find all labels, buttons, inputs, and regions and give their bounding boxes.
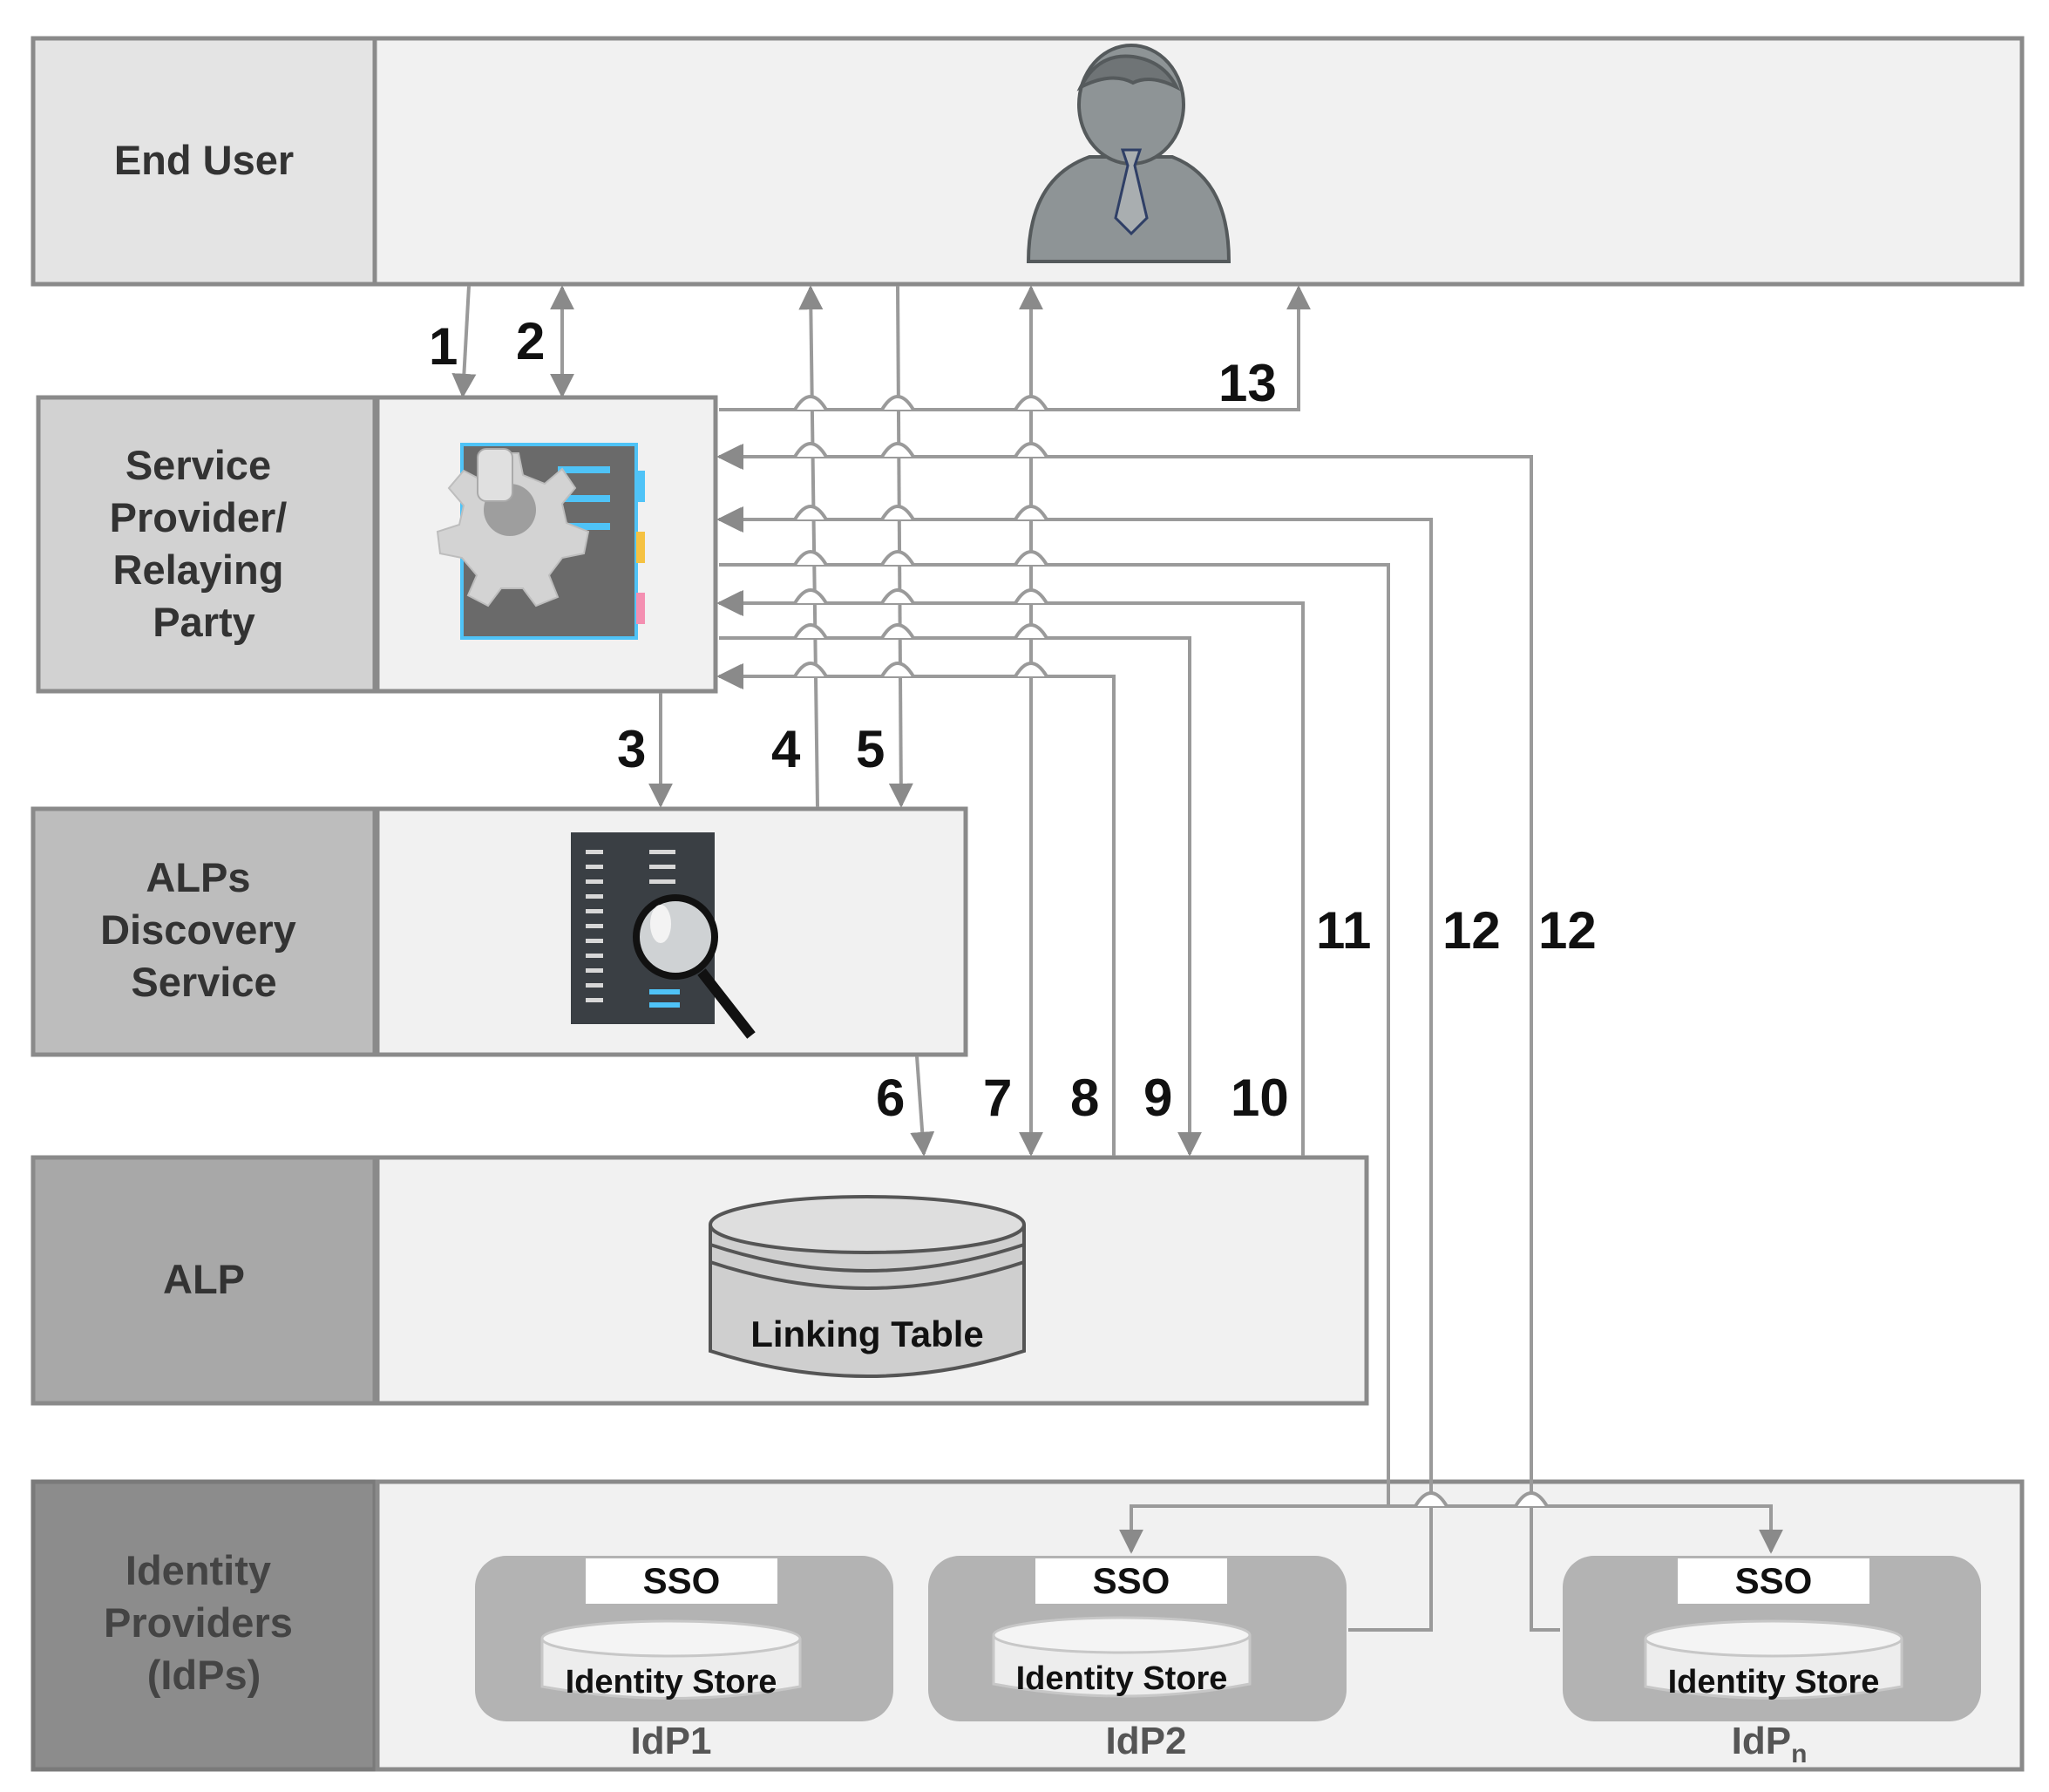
idp2-name: IdP2 [1106, 1720, 1187, 1762]
step-label-4: 4 [771, 720, 801, 778]
flow-arrow-12a [716, 507, 1433, 1632]
lane-discovery: ALPs Discovery Service [31, 806, 968, 1057]
step-label-3: 3 [617, 720, 646, 778]
step-label-13: 13 [1218, 354, 1277, 412]
idp-card-2: SSO Identity Store IdP2 [928, 1556, 1347, 1762]
idp-card-n: SSO Identity Store IdPn [1563, 1556, 1981, 1768]
flow-arrow-8 [716, 664, 1116, 1156]
lane-discovery-label: ALPs Discovery Service [100, 854, 308, 1005]
step-label-10: 10 [1231, 1069, 1289, 1127]
step-label-8: 8 [1070, 1069, 1099, 1127]
step-label-11: 11 [1316, 901, 1371, 960]
linking-table-database-icon: Linking Table [709, 1195, 1026, 1378]
lane-service-provider-label: Service Provider/ Relaying Party [110, 442, 299, 645]
flow-arrow-12b [716, 445, 1560, 1632]
lane-idps-label-box [31, 1479, 377, 1772]
step-label-2: 2 [516, 312, 545, 370]
idp2-sso-label: SSO [1093, 1560, 1170, 1601]
flow-arrow-5 [888, 285, 913, 808]
flow-arrow-1 [451, 285, 477, 398]
step-labels: 1 2 3 4 5 6 7 8 9 10 11 12 12 13 [429, 312, 1597, 1127]
line-crossing-hops [793, 395, 1549, 1508]
idp1-name: IdP1 [631, 1720, 712, 1762]
lane-end-user-label: End User [114, 137, 294, 183]
step-label-12b: 12 [1538, 901, 1597, 960]
flow-arrow-10 [716, 591, 1305, 1156]
flow-arrow-4 [798, 285, 824, 808]
discovery-search-icon [571, 832, 756, 1039]
idp2-store-label: Identity Store [1016, 1660, 1228, 1697]
lane-alp-label-box [31, 1155, 377, 1406]
idp1-store-label: Identity Store [566, 1664, 777, 1700]
idp1-sso-label: SSO [643, 1560, 721, 1601]
lane-discovery-label-box [31, 806, 377, 1057]
idp-card-1: SSO Identity Store IdP1 [475, 1556, 893, 1762]
flow-arrow-9 [719, 636, 1202, 1157]
step-label-1: 1 [429, 317, 458, 376]
lane-service-provider-label-box [36, 395, 377, 694]
flow-arrow-13 [719, 285, 1311, 411]
step-label-7: 7 [983, 1069, 1012, 1127]
linking-table-label: Linking Table [750, 1313, 984, 1354]
flow-arrows [451, 285, 1783, 1632]
user-icon [1026, 44, 1231, 263]
step-label-5: 5 [856, 720, 885, 778]
lane-end-user-label-box [31, 36, 377, 287]
sp-entry-arrowheads [717, 444, 743, 689]
step-label-6: 6 [876, 1069, 905, 1127]
lane-idps-label: Identity Providers (IdPs) [104, 1547, 304, 1698]
lane-alp-label: ALP [163, 1256, 245, 1302]
step-label-9: 9 [1143, 1069, 1172, 1127]
idpn-store-label: Identity Store [1668, 1664, 1880, 1700]
idpn-name: IdPn [1732, 1720, 1808, 1768]
service-provider-icon [436, 443, 645, 640]
flow-arrow-6 [910, 1056, 935, 1157]
lane-alp: ALP [31, 1155, 1369, 1406]
step-label-12a: 12 [1442, 901, 1501, 960]
idpn-sso-label: SSO [1735, 1560, 1813, 1601]
